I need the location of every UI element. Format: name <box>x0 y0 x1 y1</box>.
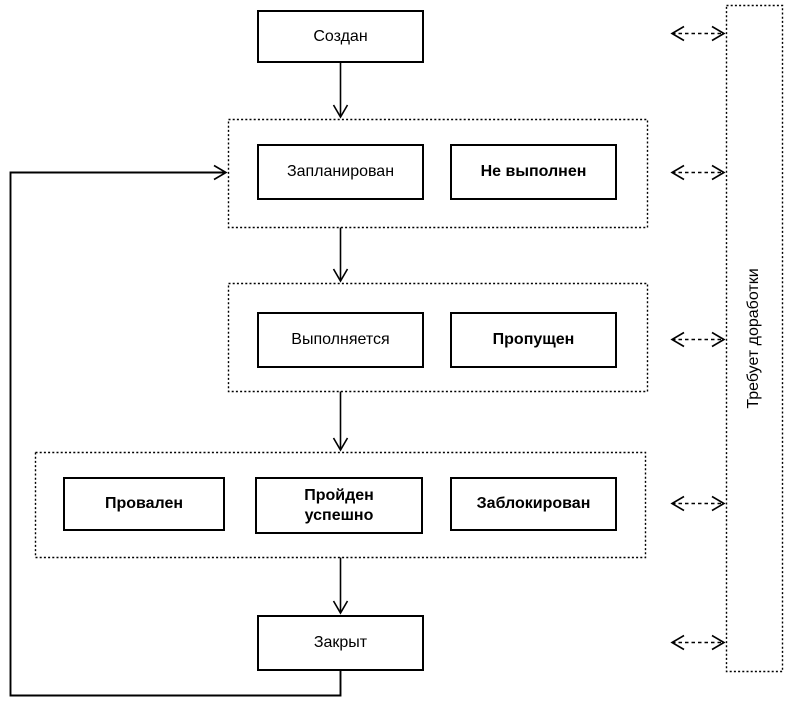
state-label-failed: Провален <box>104 495 184 512</box>
group-in-progress <box>227 282 649 393</box>
state-label-not-executed: Не выполнен <box>480 163 587 180</box>
state-label-blocked: Заблокирован <box>476 495 591 512</box>
rework-label-text: Требует доработки <box>744 268 762 409</box>
group-planned <box>227 118 649 229</box>
state-label-passed: Пройден успешно <box>304 486 374 524</box>
state-box-in-progress: Выполняется <box>257 312 424 368</box>
state-box-not-executed: Не выполнен <box>450 144 617 200</box>
state-box-blocked: Заблокирован <box>450 477 617 531</box>
rework-column-label: Требует доработки <box>725 5 782 672</box>
state-box-passed: Пройден успешно <box>255 477 423 534</box>
state-box-created: Создан <box>257 10 424 63</box>
state-box-failed: Провален <box>63 477 225 531</box>
arrow-closed-loop-to-planned <box>9 164 342 697</box>
state-label-skipped: Пропущен <box>492 331 575 348</box>
state-label-created: Создан <box>313 27 368 45</box>
state-box-closed: Закрыт <box>257 615 424 671</box>
state-label-in-progress: Выполняется <box>291 331 390 348</box>
state-label-closed: Закрыт <box>313 634 368 651</box>
state-label-planned: Запланирован <box>286 163 395 180</box>
state-box-skipped: Пропущен <box>450 312 617 368</box>
state-box-planned: Запланирован <box>257 144 424 200</box>
